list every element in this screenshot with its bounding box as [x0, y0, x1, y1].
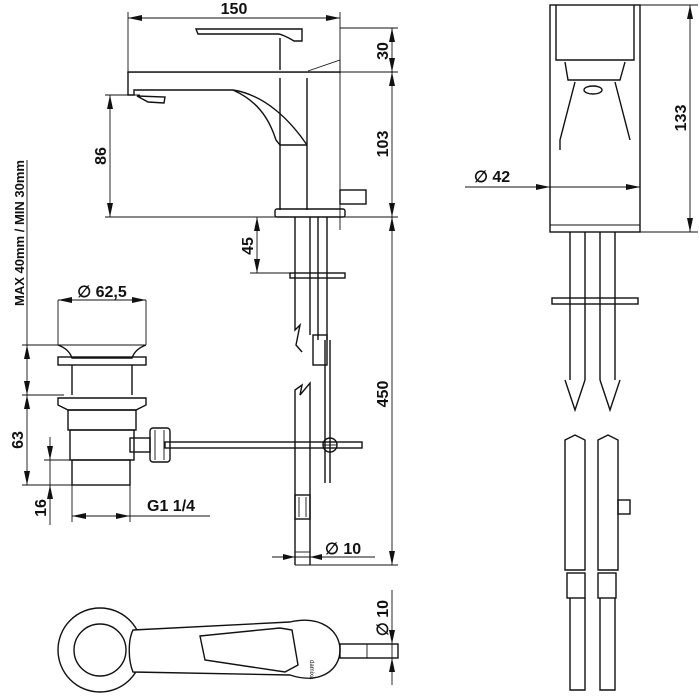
hose-tail — [294, 381, 311, 565]
dim-body-diameter-42: ∅ 42 — [474, 169, 510, 186]
dim-drain-diameter-62-5: ∅ 62,5 — [77, 284, 127, 301]
top-view: damixa ∅ 10 — [57, 590, 399, 693]
dim-side-133: 133 — [673, 105, 690, 132]
dim-spout-86: 86 — [93, 147, 110, 165]
dim-hose-450: 450 — [375, 381, 392, 408]
supply-pipes — [294, 217, 328, 353]
drain-assembly: MAX 40mm / MIN 30mm 63 ∅ 62,5 16 — [10, 160, 210, 525]
dim-rod-diameter-10: ∅ 10 — [375, 600, 392, 636]
dim-thread-16: 16 — [33, 499, 50, 517]
side-view: 133 ∅ 42 — [465, 4, 698, 691]
dim-handle-30: 30 — [375, 42, 392, 60]
brand-logo: damixa — [308, 660, 314, 680]
dim-hose-diameter-10: ∅ 10 — [325, 541, 361, 558]
faucet-body — [279, 38, 308, 210]
thread-size-label: G1 1/4 — [147, 498, 195, 515]
front-view: 150 30 103 450 86 — [93, 1, 398, 566]
dim-width-150: 150 — [221, 1, 248, 18]
spout — [127, 72, 308, 146]
lever-handle — [194, 28, 303, 42]
dim-below-45: 45 — [240, 237, 257, 255]
dim-body-103: 103 — [375, 131, 392, 158]
dim-drain-63: 63 — [10, 431, 27, 449]
counter-thickness-label: MAX 40mm / MIN 30mm — [12, 160, 27, 306]
